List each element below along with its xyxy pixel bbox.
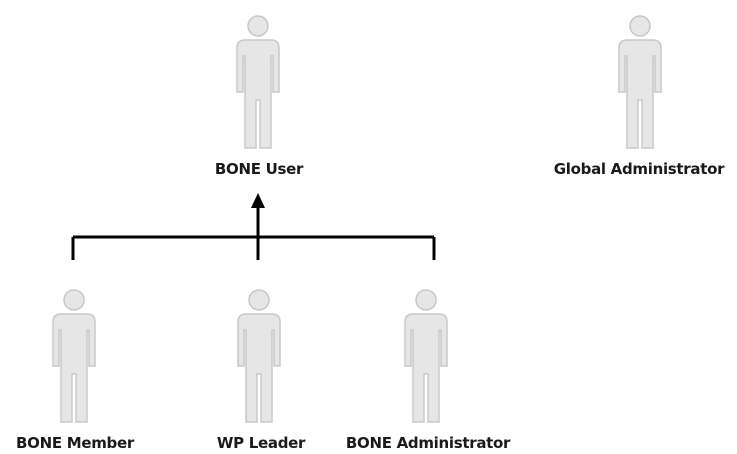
person-icon — [237, 289, 281, 423]
actor-label-wp-leader: WP Leader — [216, 434, 306, 452]
actor-wp-leader[interactable] — [229, 286, 289, 426]
actor-label-bone-member: BONE Member — [16, 434, 134, 452]
arrowhead-to-bone-user — [251, 193, 265, 208]
person-icon — [404, 289, 448, 423]
person-icon — [52, 289, 96, 423]
person-icon — [236, 15, 280, 149]
actor-label-bone-user: BONE User — [214, 160, 304, 178]
actor-bone-member[interactable] — [44, 286, 104, 426]
actor-label-global-administrator: Global Administrator — [553, 160, 725, 178]
person-icon — [618, 15, 662, 149]
actor-bone-administrator[interactable] — [396, 286, 456, 426]
actor-bone-user[interactable] — [228, 12, 288, 152]
actor-global-administrator[interactable] — [610, 12, 670, 152]
actor-label-bone-administrator: BONE Administrator — [345, 434, 511, 452]
